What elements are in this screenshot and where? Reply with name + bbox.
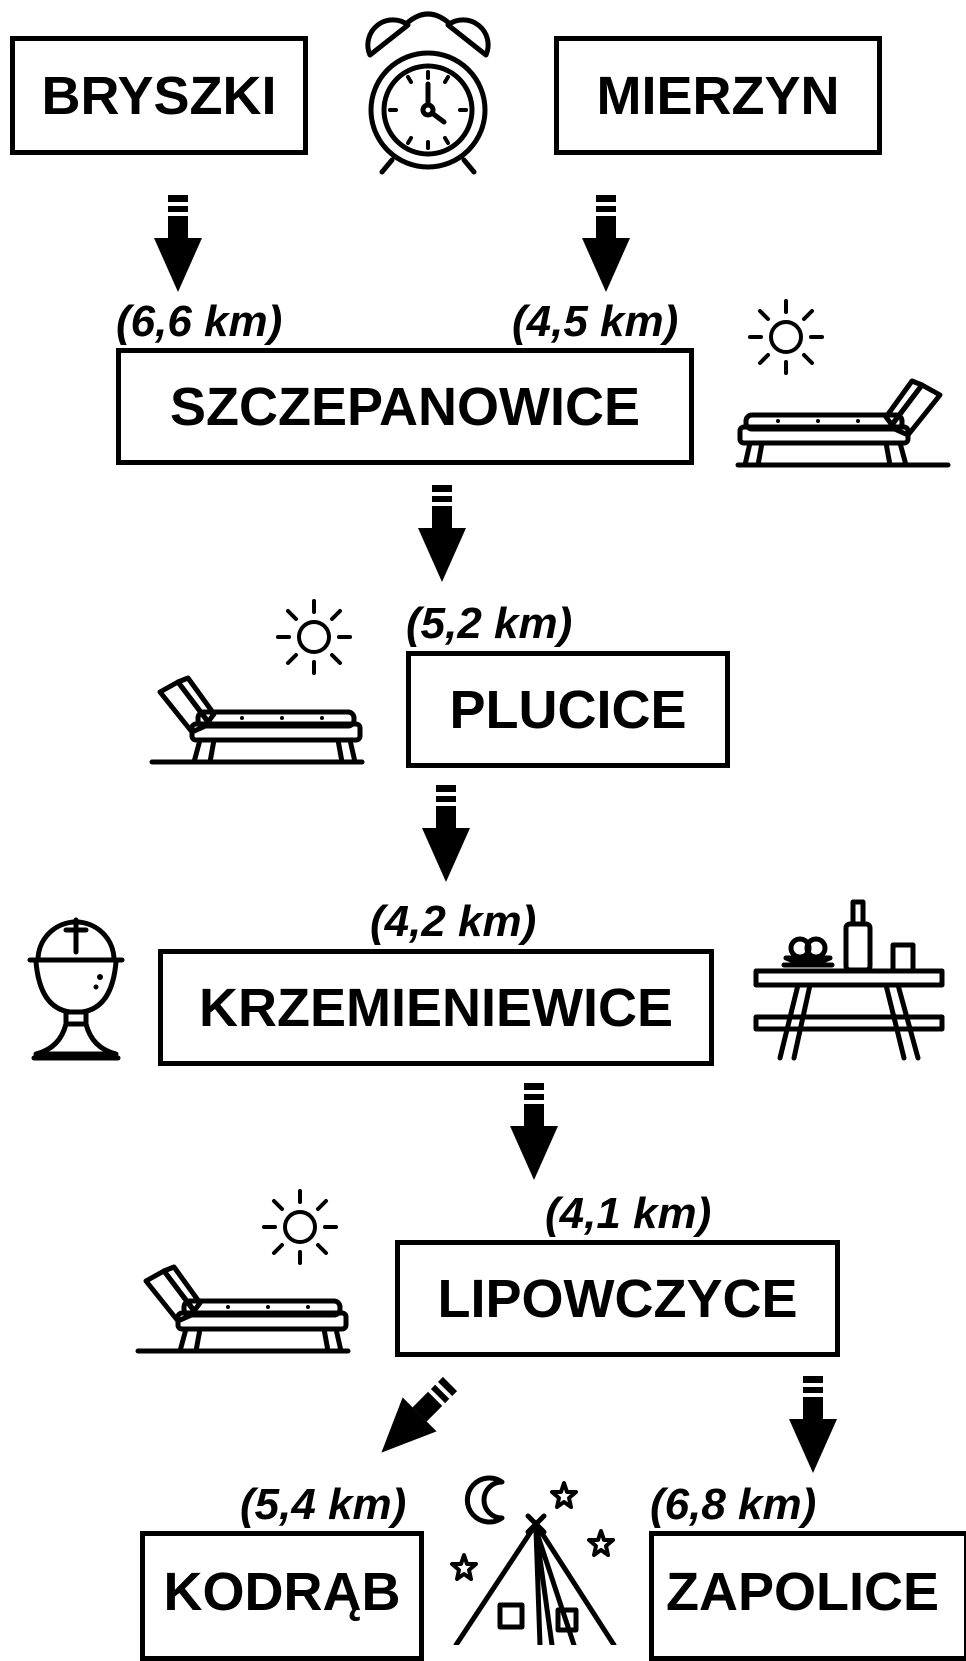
place-box-plucice: PLUCICE bbox=[406, 651, 730, 768]
place-box-krzemieniewice: KRZEMIENIEWICE bbox=[158, 949, 714, 1066]
sun-lounger-icon bbox=[138, 1267, 348, 1351]
place-label: LIPOWCZYCE bbox=[437, 1268, 798, 1329]
place-label: BRYSZKI bbox=[41, 65, 277, 126]
star-icon bbox=[587, 1529, 615, 1557]
alarm-clock-icon bbox=[365, 11, 491, 175]
distance-label: (4,1 km) bbox=[545, 1189, 712, 1238]
arrow-icon bbox=[422, 785, 470, 882]
place-box-zapolice: ZAPOLICE bbox=[649, 1531, 966, 1661]
distance-label: (4,5 km) bbox=[512, 297, 679, 346]
place-box-szczepanowice: SZCZEPANOWICE bbox=[116, 348, 694, 465]
chalice-dots bbox=[93, 974, 103, 990]
arrow-icon bbox=[582, 195, 630, 292]
sun-icon bbox=[276, 599, 352, 675]
place-label: PLUCICE bbox=[449, 679, 687, 740]
distance-label: (4,2 km) bbox=[370, 897, 537, 946]
sun-icon bbox=[262, 1189, 338, 1265]
place-box-kodrab: KODRĄB bbox=[140, 1531, 424, 1661]
star-icon bbox=[450, 1553, 478, 1581]
sun-icon bbox=[748, 299, 824, 375]
arrow-icon bbox=[418, 485, 466, 582]
place-label: MIERZYN bbox=[596, 65, 840, 126]
arrow-icon bbox=[510, 1083, 558, 1180]
chalice-icon bbox=[27, 917, 125, 1061]
place-box-lipowczyce: LIPOWCZYCE bbox=[395, 1240, 840, 1357]
distance-label: (6,6 km) bbox=[116, 297, 283, 346]
place-label: KRZEMIENIEWICE bbox=[198, 977, 673, 1038]
sun-lounger-icon bbox=[152, 678, 362, 762]
sun-lounger-icon bbox=[738, 381, 948, 465]
arrow-icon bbox=[364, 1367, 467, 1470]
distance-label: (5,4 km) bbox=[240, 1480, 407, 1529]
distance-label: (6,8 km) bbox=[650, 1480, 817, 1529]
place-label: ZAPOLICE bbox=[666, 1562, 940, 1622]
picnic-table-icon bbox=[753, 899, 945, 1061]
place-box-mierzyn: MIERZYN bbox=[554, 36, 882, 155]
star-icon bbox=[550, 1481, 578, 1509]
place-label: KODRĄB bbox=[163, 1562, 401, 1622]
tent-icon bbox=[453, 1513, 617, 1645]
arrow-icon bbox=[154, 195, 202, 292]
moon-icon bbox=[464, 1475, 505, 1525]
place-box-bryszki: BRYSZKI bbox=[10, 36, 308, 155]
place-label: SZCZEPANOWICE bbox=[170, 376, 640, 437]
arrow-icon bbox=[789, 1376, 837, 1473]
distance-label: (5,2 km) bbox=[406, 599, 573, 648]
